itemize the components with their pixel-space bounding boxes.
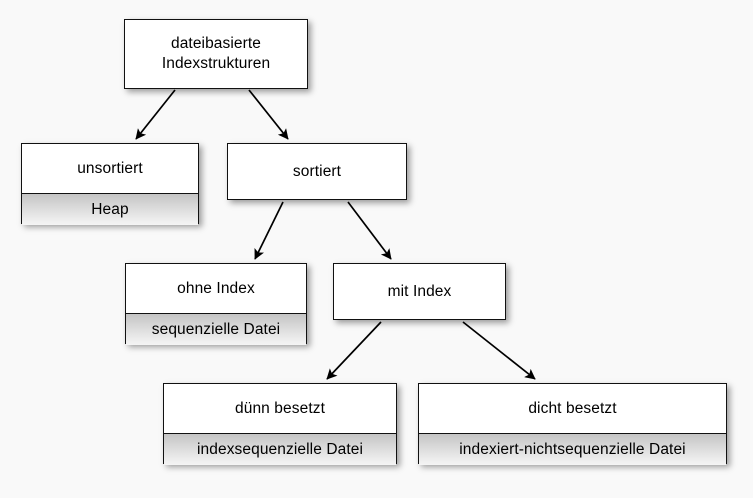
node-root-label: dateibasierte Indexstrukturen — [125, 20, 307, 88]
node-duenn-besetzt[interactable]: dünn besetzt indexsequenzielle Datei — [163, 383, 397, 465]
node-mit-index[interactable]: mit Index — [333, 263, 506, 320]
node-dicht-besetzt-sublabel: indexiert-nichtsequenzielle Datei — [419, 434, 726, 465]
node-sortiert-label: sortiert — [228, 144, 406, 199]
node-duenn-besetzt-sublabel: indexsequenzielle Datei — [164, 434, 396, 465]
node-ohne-index-label: ohne Index — [126, 264, 306, 314]
node-ohne-index[interactable]: ohne Index sequenzielle Datei — [125, 263, 307, 345]
node-dicht-besetzt[interactable]: dicht besetzt indexiert-nichtsequenziell… — [418, 383, 727, 465]
node-ohne-index-sublabel: sequenzielle Datei — [126, 314, 306, 345]
node-dicht-besetzt-label: dicht besetzt — [419, 384, 726, 434]
edge-sortiert-to-mit-index — [347, 201, 392, 260]
edge-mit-index-to-dicht-besetzt — [462, 321, 536, 380]
node-unsortiert[interactable]: unsortiert Heap — [21, 143, 199, 225]
node-duenn-besetzt-label: dünn besetzt — [164, 384, 396, 434]
node-unsortiert-label: unsortiert — [22, 144, 198, 194]
node-sortiert[interactable]: sortiert — [227, 143, 407, 200]
edge-root-to-sortiert — [248, 89, 289, 140]
node-root[interactable]: dateibasierte Indexstrukturen — [124, 19, 308, 89]
edge-mit-index-to-duenn-besetzt — [326, 321, 382, 380]
node-mit-index-label: mit Index — [334, 264, 505, 319]
edge-sortiert-to-ohne-index — [254, 201, 284, 260]
node-unsortiert-sublabel: Heap — [22, 194, 198, 225]
edge-root-to-unsortiert — [135, 89, 176, 140]
